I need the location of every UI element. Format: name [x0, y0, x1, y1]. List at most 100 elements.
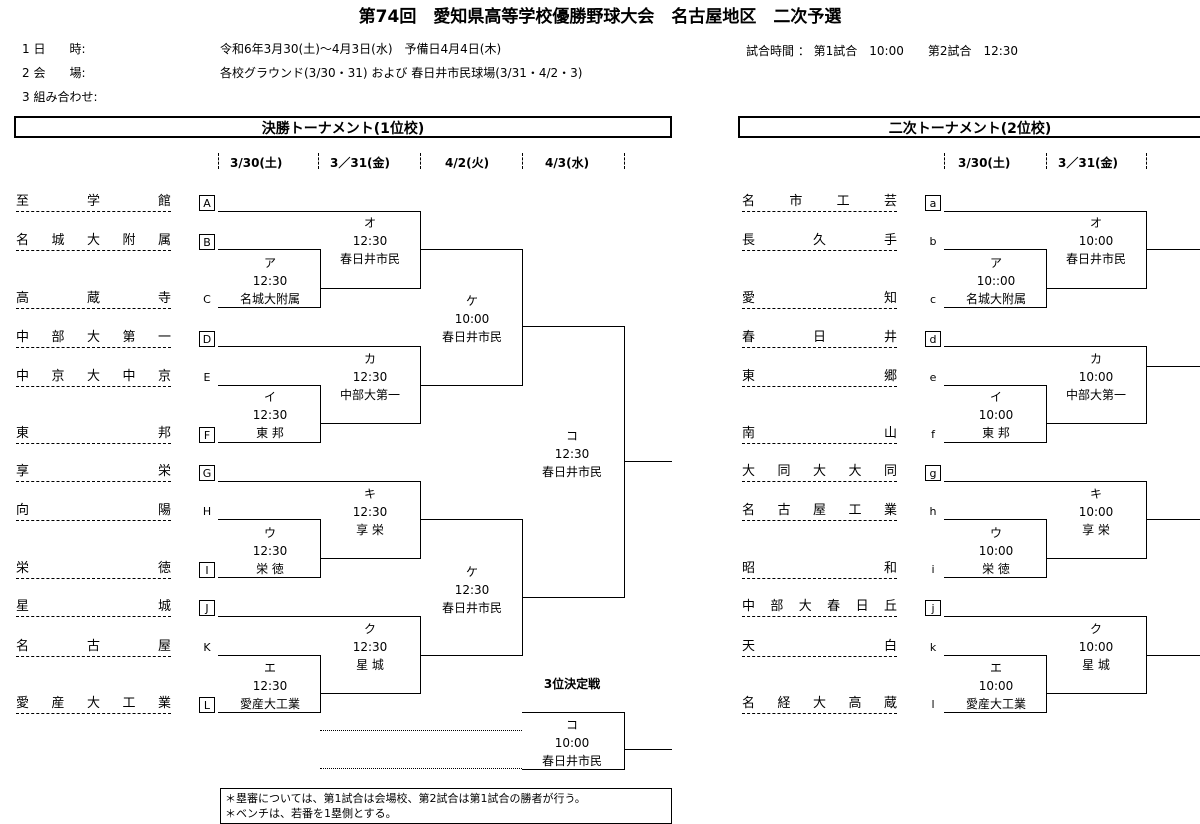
bracket-line [1046, 249, 1047, 308]
bracket-line [320, 288, 420, 289]
date-separator [1146, 153, 1147, 169]
bracket-line [522, 326, 624, 327]
team-name-char: 栄 [16, 561, 30, 576]
bracket-line [420, 385, 522, 386]
team-name-char: 丘 [883, 599, 897, 614]
team-name-char: 陽 [157, 503, 171, 518]
team-name-char: 古 [86, 639, 100, 654]
team-name-char: 工 [836, 194, 850, 209]
bracket-line [218, 249, 320, 250]
left-seed-label: C [203, 293, 211, 306]
left-team-row: 高蔵寺 [16, 290, 171, 309]
team-name-char: 部 [51, 330, 65, 345]
bracket-line [1046, 693, 1146, 694]
right-team-row: 天白 [742, 638, 897, 657]
left-seed-label: L [199, 697, 215, 713]
bracket-line [320, 249, 321, 308]
right-team-row: 東郷 [742, 368, 897, 387]
team-name-char: 城 [157, 599, 171, 614]
page-title: 第74回 愛知県高等学校優勝野球大会 名古屋地区 二次予選 [358, 7, 842, 27]
team-name-char: 大 [798, 599, 812, 614]
team-name-char: 屋 [812, 503, 826, 518]
left-seed-label: I [199, 562, 215, 578]
left-bracket-header: 決勝トーナメント(1位校) [14, 116, 672, 138]
team-name-char: 産 [51, 696, 65, 711]
bracket-line [1046, 288, 1146, 289]
team-name-char: 大 [86, 369, 100, 384]
right-seed-label: h [929, 505, 937, 518]
team-name-char: 郷 [883, 369, 897, 384]
bracket-line [944, 655, 1046, 656]
bracket-line [218, 346, 420, 347]
left-team-row: 至学館 [16, 193, 171, 212]
venue-value: 各校グラウンド(3/30・31) および 春日井市民球場(3/31・4/2・3) [220, 66, 583, 80]
notes-box: ＊塁審については、第1試合は会場校、第2試合は第1試合の勝者が行う。 ＊ベンチは… [220, 788, 672, 824]
right-seed-label: c [929, 293, 937, 306]
team-name-char: 一 [157, 330, 171, 345]
team-name-char: 山 [883, 426, 897, 441]
team-name-char: 名 [742, 503, 756, 518]
third-place-slot [320, 730, 522, 731]
team-name-char: 大 [812, 696, 826, 711]
team-name-char: 京 [157, 369, 171, 384]
team-name-char: 東 [16, 426, 30, 441]
bracket-line [420, 249, 522, 250]
team-name-char: 同 [883, 464, 897, 479]
right-seed-label: e [929, 371, 937, 384]
bracket-line [1146, 481, 1147, 559]
team-name-char: 大 [742, 464, 756, 479]
bracket-line [420, 211, 421, 289]
right-team-row: 南山 [742, 425, 897, 444]
bracket-line [320, 519, 321, 578]
bracket-line [1046, 423, 1146, 424]
bracket-line [1146, 366, 1200, 367]
team-name-char: 業 [883, 503, 897, 518]
team-name-char: 古 [777, 503, 791, 518]
team-name-char: 大 [848, 464, 862, 479]
team-name-char: 大 [812, 464, 826, 479]
right-seed-label: a [925, 195, 941, 211]
right-team-row: 愛知 [742, 290, 897, 309]
left-seed-label: G [199, 465, 215, 481]
right-team-row: 名古屋工業 [742, 502, 897, 521]
right-team-row: 長久手 [742, 232, 897, 251]
date-separator [420, 153, 421, 169]
right-seed-label: k [929, 641, 937, 654]
bracket-line [218, 616, 420, 617]
team-name-char: 名 [742, 696, 756, 711]
bracket-line [944, 616, 1146, 617]
left-seed-label: A [199, 195, 215, 211]
left-team-row: 名城大附属 [16, 232, 171, 251]
team-name-char: 南 [742, 426, 756, 441]
team-name-char: 日 [812, 330, 826, 345]
right-date-2: 3／31(金) [1058, 156, 1119, 170]
team-name-char: 名 [16, 233, 30, 248]
team-name-char: 属 [157, 233, 171, 248]
team-name-char: 第 [122, 330, 136, 345]
bracket-line [1046, 519, 1047, 578]
left-team-row: 中京大中京 [16, 368, 171, 387]
team-name-char: 栄 [157, 464, 171, 479]
right-team-row: 春日井 [742, 329, 897, 348]
team-name-char: 春 [827, 599, 841, 614]
left-seed-label: J [199, 600, 215, 616]
bracket-line [522, 769, 624, 770]
date-separator [1046, 153, 1047, 169]
team-name-char: 愛 [742, 291, 756, 306]
bracket-line [944, 249, 1046, 250]
team-name-char: 井 [883, 330, 897, 345]
team-name-char: 徳 [157, 561, 171, 576]
date-label: 1 日 時: [22, 42, 86, 56]
bracket-line [218, 712, 320, 713]
bracket-line [624, 326, 625, 598]
team-name-char: 享 [16, 464, 30, 479]
date-separator [522, 153, 523, 169]
venue-label: 2 会 場: [22, 66, 86, 80]
right-date-1: 3/30(土) [958, 156, 1011, 170]
